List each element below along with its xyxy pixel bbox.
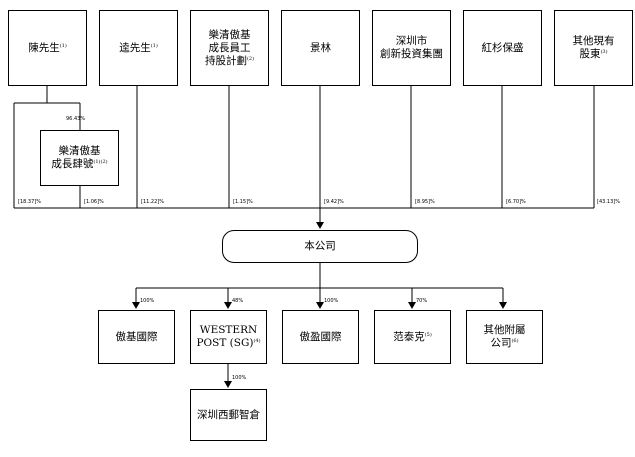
- pct-subsidiary: 100%: [140, 298, 155, 304]
- footnote-marker: (6): [511, 338, 519, 344]
- shareholder-sequoia: 紅杉保盛: [463, 10, 542, 86]
- company-label: 本公司: [304, 240, 336, 252]
- shareholder-kui: 逵先生(1): [99, 10, 178, 86]
- subsidiary-label: 范泰克: [393, 330, 425, 343]
- pct-holding: [1.15]%: [233, 199, 253, 205]
- footnote-marker: (4): [253, 338, 261, 344]
- footnote-marker: (2): [246, 55, 255, 62]
- shareholder-label: 陳先生: [28, 41, 60, 54]
- shareholder-label: 逵先生: [119, 41, 151, 54]
- shareholder-esop: 樂清傲基 成長員工 持股計劃(2): [190, 10, 269, 86]
- shareholder-sciv: 深圳市 創新投資集團: [372, 10, 451, 86]
- footnote-marker: (5): [424, 331, 432, 338]
- shareholder-label: 深圳市 創新投資集團: [380, 35, 443, 60]
- company-box: 本公司: [222, 230, 418, 263]
- pct-subsidiary: 70%: [416, 298, 428, 304]
- subsidiary-aoying-intl: 傲盈國際: [282, 310, 359, 364]
- pct-holding: [11.22]%: [141, 199, 164, 205]
- shareholder-label: 景林: [310, 41, 331, 54]
- subsidiary-western-post: WESTERN POST (SG)(4): [190, 310, 267, 364]
- pct-subsidiary: 48%: [232, 298, 244, 304]
- subsidiary-fantaike: 范泰克(5): [374, 310, 451, 364]
- pct-subsidiary: 100%: [324, 298, 339, 304]
- subsidiary-label: WESTERN POST (SG): [196, 324, 258, 349]
- footnote-marker: (1): [59, 42, 67, 49]
- footnote-marker: (1)(2): [93, 159, 108, 165]
- pct-sub-subsidiary: 100%: [232, 375, 247, 381]
- footnote-marker: (3): [600, 49, 608, 55]
- partnership-box: 樂清傲基 成長肆號(1)(2): [40, 130, 119, 186]
- pct-holding: [6.70]%: [506, 199, 526, 205]
- shareholder-label: 其他現有 股東: [572, 35, 615, 60]
- subsidiary-label: 其他附屬 公司: [483, 324, 526, 349]
- subsidiary-label: 傲盈國際: [299, 330, 342, 343]
- subsidiary-aoji-intl: 傲基國際: [98, 310, 175, 364]
- pct-holding: [8.95]%: [415, 199, 435, 205]
- pct-holding: [9.42]%: [324, 199, 344, 205]
- pct-holding: [1.06]%: [84, 199, 104, 205]
- subsidiary-others: 其他附屬 公司(6): [466, 310, 543, 364]
- sub-subsidiary-shenzhen-xiyou: 深圳西郵智倉: [190, 389, 267, 441]
- pct-holding: [43.13]%: [597, 199, 620, 205]
- sub-subsidiary-label: 深圳西郵智倉: [197, 408, 260, 421]
- shareholder-others: 其他現有 股東(3): [554, 10, 633, 86]
- shareholder-label: 紅杉保盛: [481, 41, 524, 54]
- subsidiary-label: 傲基國際: [115, 330, 158, 343]
- shareholder-jinglin: 景林: [281, 10, 360, 86]
- footnote-marker: (1): [150, 42, 158, 49]
- shareholder-label: 樂清傲基 成長員工 持股計劃: [204, 28, 251, 67]
- pct-partnership-stake: 96.43%: [66, 116, 86, 122]
- shareholder-chen: 陳先生(1): [8, 10, 87, 86]
- partnership-label: 樂清傲基 成長肆號: [51, 145, 101, 170]
- pct-holding: [18.37]%: [18, 199, 41, 205]
